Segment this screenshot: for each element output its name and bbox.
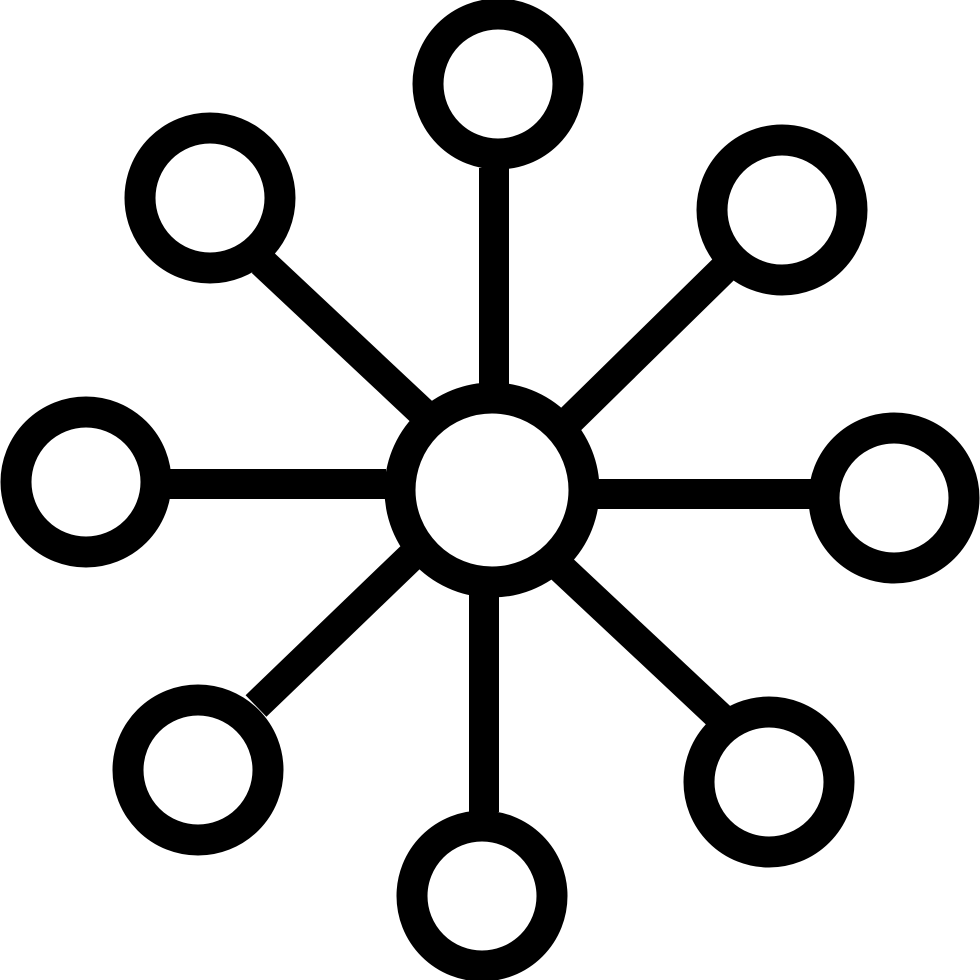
spokes [168,168,812,812]
node-top-left [124,112,296,284]
spoke-bottom-left [245,541,427,717]
node-right [808,412,980,584]
spoke-bottom-right [550,557,732,729]
node-bottom-right [683,696,855,868]
node-left [0,396,172,568]
spoke-top-left [251,251,435,425]
spoke-top-right [555,255,738,435]
node-top [412,0,584,170]
node-bottom [396,810,568,980]
node-bottom-left [112,684,284,856]
hub-node [384,382,600,598]
node-top-right [696,124,868,296]
